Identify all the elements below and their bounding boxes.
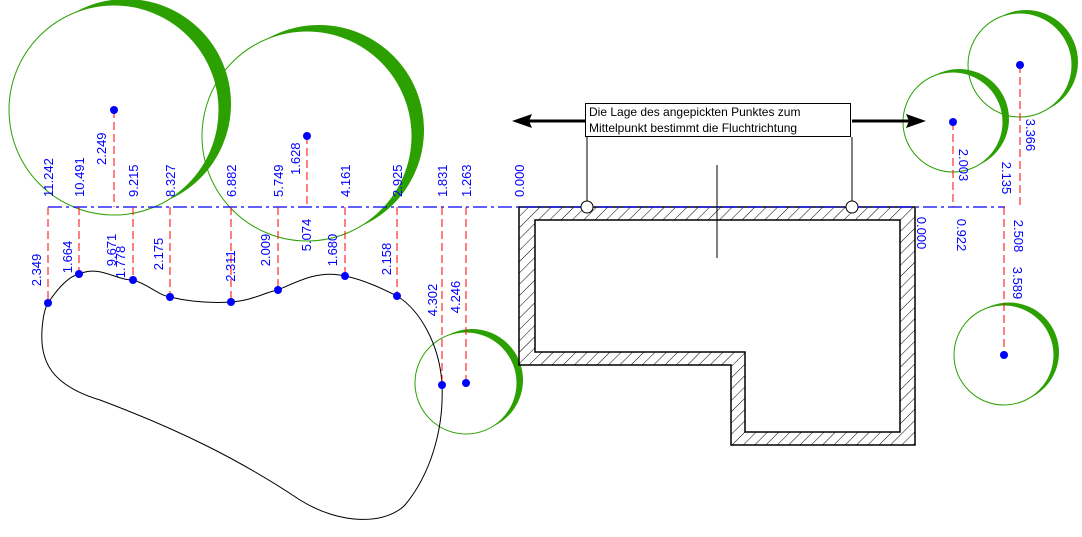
survey-point (44, 299, 52, 307)
planting-bed-outline (41, 270, 443, 520)
dimension-label: 2.311 (223, 250, 238, 282)
survey-point (166, 293, 174, 301)
survey-point (129, 276, 137, 284)
dimension-label: 0.000 (914, 217, 929, 250)
dimension-label: 10.491 (72, 157, 87, 197)
survey-point (110, 106, 118, 114)
dimension-label: 8.327 (163, 164, 178, 197)
dimension-label: 5.749 (271, 164, 286, 197)
note-line-2: Mittelpunkt bestimmt die Fluchtrichtung (589, 121, 798, 135)
survey-point (341, 272, 349, 280)
dimension-label: 2.158 (379, 243, 394, 276)
dimension-label: 2.175 (151, 238, 166, 271)
dimension-label: 2.349 (29, 254, 44, 287)
dimension-label: 2.925 (390, 164, 405, 197)
arrow-left-icon (512, 114, 532, 128)
tree-crown-shadow (974, 10, 1078, 114)
dimension-label: 0.922 (954, 219, 969, 252)
dimension-label: 4.161 (338, 164, 353, 197)
dimension-label: 2.009 (258, 234, 273, 267)
survey-point (303, 132, 311, 140)
survey-point (1000, 351, 1008, 359)
dimension-label: 1.263 (459, 164, 474, 197)
dimension-label: 2.249 (94, 132, 109, 165)
dimension-label: 4.302 (425, 284, 440, 317)
dimension-label: 9.215 (126, 164, 141, 197)
dimension-label: 2.135 (999, 162, 1014, 195)
tree-crown-shadow (959, 302, 1059, 403)
dimension-label: 9.671 (104, 234, 119, 267)
annotation-note: Die Lage des angepickten Punktes zum Mit… (585, 103, 851, 137)
dimension-label: 2.508 (1011, 220, 1026, 253)
tree-crown-shadow (21, 0, 231, 209)
dimension-label: 4.246 (448, 281, 463, 314)
pick-circle (580, 200, 594, 214)
survey-point (462, 379, 470, 387)
note-line-1: Die Lage des angepickten Punktes zum (589, 105, 801, 119)
dimension-label: 3.366 (1023, 119, 1038, 152)
dimension-label: 0.000 (512, 164, 527, 197)
tree-circle (201, 30, 413, 242)
survey-point (949, 118, 957, 126)
dimension-label: 11.242 (41, 158, 56, 197)
tree-crown-shadow (421, 329, 523, 431)
survey-point (274, 286, 282, 294)
survey-point (227, 298, 235, 306)
survey-point (75, 270, 83, 278)
dimension-label: 1.628 (288, 142, 303, 175)
building-wall (518, 206, 916, 446)
dimension-label: 1.831 (435, 164, 450, 197)
dimension-label: 1.664 (60, 241, 75, 274)
arrow-right-icon (906, 114, 926, 128)
dimension-label: 5.074 (299, 219, 314, 252)
survey-point (1016, 61, 1024, 69)
tree-crown-shadow (909, 69, 1009, 169)
dimension-label: 1.778 (113, 246, 128, 279)
survey-point (438, 381, 446, 389)
dimension-label: 2.003 (956, 149, 971, 182)
dimension-label: 3.589 (1010, 267, 1025, 300)
tree-crown-shadow (214, 25, 424, 235)
pick-circle (845, 200, 859, 214)
dimension-label: 1.680 (325, 234, 340, 267)
dimension-label: 6.882 (224, 164, 239, 197)
survey-point (393, 292, 401, 300)
